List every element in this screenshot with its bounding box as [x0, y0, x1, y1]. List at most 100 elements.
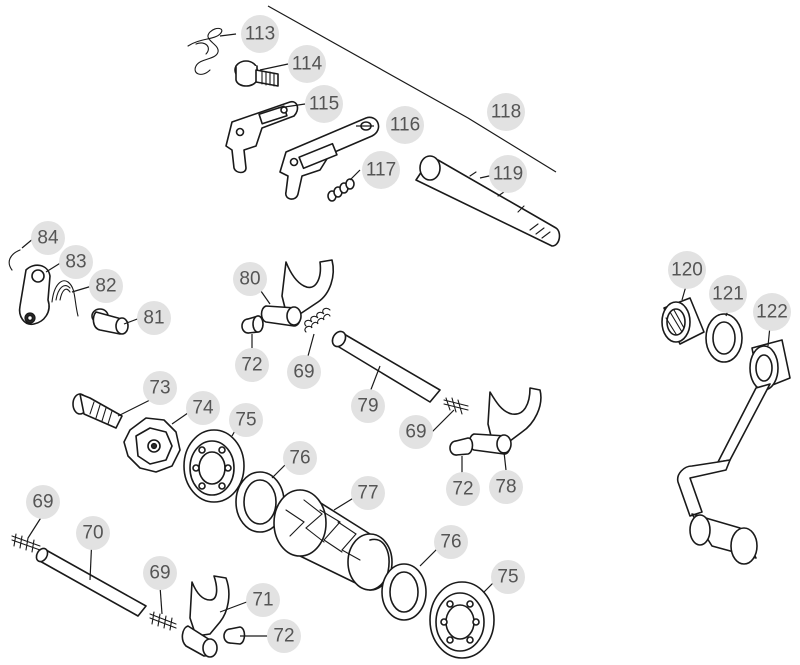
callout-120: 120 — [668, 251, 706, 289]
part-bushing-120 — [661, 297, 705, 345]
part-rod-70 — [35, 547, 147, 617]
callout-75-upper: 75 — [229, 403, 263, 437]
part-bearing-75-upper — [183, 429, 245, 503]
callout-69-lower-left: 69 — [26, 485, 60, 519]
part-bolt-114 — [234, 60, 279, 87]
callout-label: 81 — [143, 308, 164, 329]
callout-118: 118 — [487, 93, 525, 131]
callout-label: 120 — [671, 260, 703, 281]
part-pin-72-right — [449, 437, 474, 456]
callout-78: 78 — [489, 470, 523, 504]
part-small-spring-117 — [327, 178, 355, 202]
callout-label: 76 — [289, 448, 310, 469]
part-lever-83 — [18, 264, 51, 326]
part-star-cam-74 — [123, 417, 181, 473]
part-bearing-75-lower — [429, 581, 495, 659]
callout-label: 119 — [493, 164, 523, 185]
callout-79: 79 — [351, 389, 385, 423]
callout-label: 118 — [491, 102, 521, 123]
callout-label: 75 — [497, 567, 518, 588]
callout-label: 69 — [32, 492, 53, 513]
callout-label: 121 — [712, 284, 744, 305]
part-circlip-84 — [8, 249, 21, 271]
callout-label: 84 — [37, 228, 59, 249]
callout-label: 122 — [756, 302, 788, 323]
part-bracket-118 — [267, 5, 557, 173]
callout-label: 113 — [245, 24, 275, 45]
part-spring-clip-113 — [187, 27, 223, 75]
callout-119: 119 — [489, 155, 527, 193]
callout-label: 115 — [309, 94, 339, 115]
part-pin-72-upper — [241, 315, 264, 334]
part-spring-69-lower-mid — [149, 611, 177, 631]
callout-82: 82 — [89, 269, 123, 303]
part-washer-76-lower — [381, 563, 427, 621]
callout-74: 74 — [186, 391, 220, 425]
part-shift-fork-78 — [468, 387, 542, 455]
callout-label: 72 — [273, 626, 294, 647]
part-kick-lever-122 — [676, 339, 791, 565]
callout-label: 116 — [390, 115, 420, 136]
callout-69-lower-mid: 69 — [143, 556, 177, 590]
callout-label: 117 — [366, 160, 396, 181]
part-washer-76-upper — [235, 471, 285, 533]
callout-76-lower: 76 — [434, 525, 468, 559]
callout-116: 116 — [386, 106, 424, 144]
callout-label: 114 — [292, 54, 323, 75]
callout-72-lower: 72 — [267, 619, 301, 653]
callout-label: 79 — [357, 396, 378, 417]
callout-label: 83 — [65, 252, 86, 273]
callout-122: 122 — [753, 293, 791, 331]
callout-73: 73 — [143, 371, 177, 405]
callout-label: 69 — [149, 563, 170, 584]
part-spring-69-upper — [304, 307, 331, 333]
part-shaft-119 — [415, 155, 561, 247]
callout-83: 83 — [59, 245, 93, 279]
part-shift-fork-71 — [181, 575, 230, 658]
part-spring-82 — [51, 280, 79, 317]
part-spring-69-mid — [443, 397, 469, 415]
callout-75-lower: 75 — [491, 560, 525, 594]
callout-label: 78 — [495, 477, 516, 498]
part-bolt-81 — [91, 308, 129, 335]
callout-72-upper: 72 — [235, 348, 269, 382]
callout-77: 77 — [351, 476, 385, 510]
callout-80: 80 — [233, 262, 267, 296]
part-ring-121 — [705, 313, 743, 363]
callout-label: 75 — [235, 410, 256, 431]
callout-76-upper: 76 — [283, 441, 317, 475]
callout-label: 70 — [82, 523, 103, 544]
callout-69-upper: 69 — [287, 355, 321, 389]
part-spring-69-lower-left — [11, 533, 41, 553]
callout-81: 81 — [137, 301, 171, 335]
callout-label: 80 — [239, 269, 260, 290]
callout-label: 74 — [192, 398, 214, 419]
callout-label: 82 — [95, 276, 116, 297]
callout-label: 73 — [149, 378, 170, 399]
callout-70: 70 — [76, 516, 110, 550]
callout-113: 113 — [241, 15, 279, 53]
part-shift-drum-77 — [273, 489, 393, 591]
callout-69-mid: 69 — [399, 415, 433, 449]
part-pin-72-lower — [223, 626, 246, 645]
part-shift-fork-80 — [260, 259, 334, 327]
part-bolt-73 — [72, 393, 123, 429]
callout-117: 117 — [362, 151, 400, 189]
callout-label: 72 — [452, 479, 473, 500]
callout-121: 121 — [709, 275, 747, 313]
part-plate-115 — [225, 100, 299, 174]
callout-114: 114 — [288, 45, 326, 83]
callout-label: 72 — [241, 355, 262, 376]
callout-label: 77 — [357, 483, 378, 504]
part-rod-79 — [331, 330, 441, 403]
part-plate-116 — [279, 116, 380, 200]
callout-label: 69 — [405, 422, 426, 443]
callout-label: 71 — [252, 590, 273, 611]
callout-label: 76 — [440, 532, 461, 553]
callout-label: 69 — [293, 362, 314, 383]
callout-115: 115 — [305, 85, 343, 123]
callout-71: 71 — [246, 583, 280, 617]
callout-84: 84 — [31, 221, 65, 255]
callout-72-right: 72 — [446, 472, 480, 506]
